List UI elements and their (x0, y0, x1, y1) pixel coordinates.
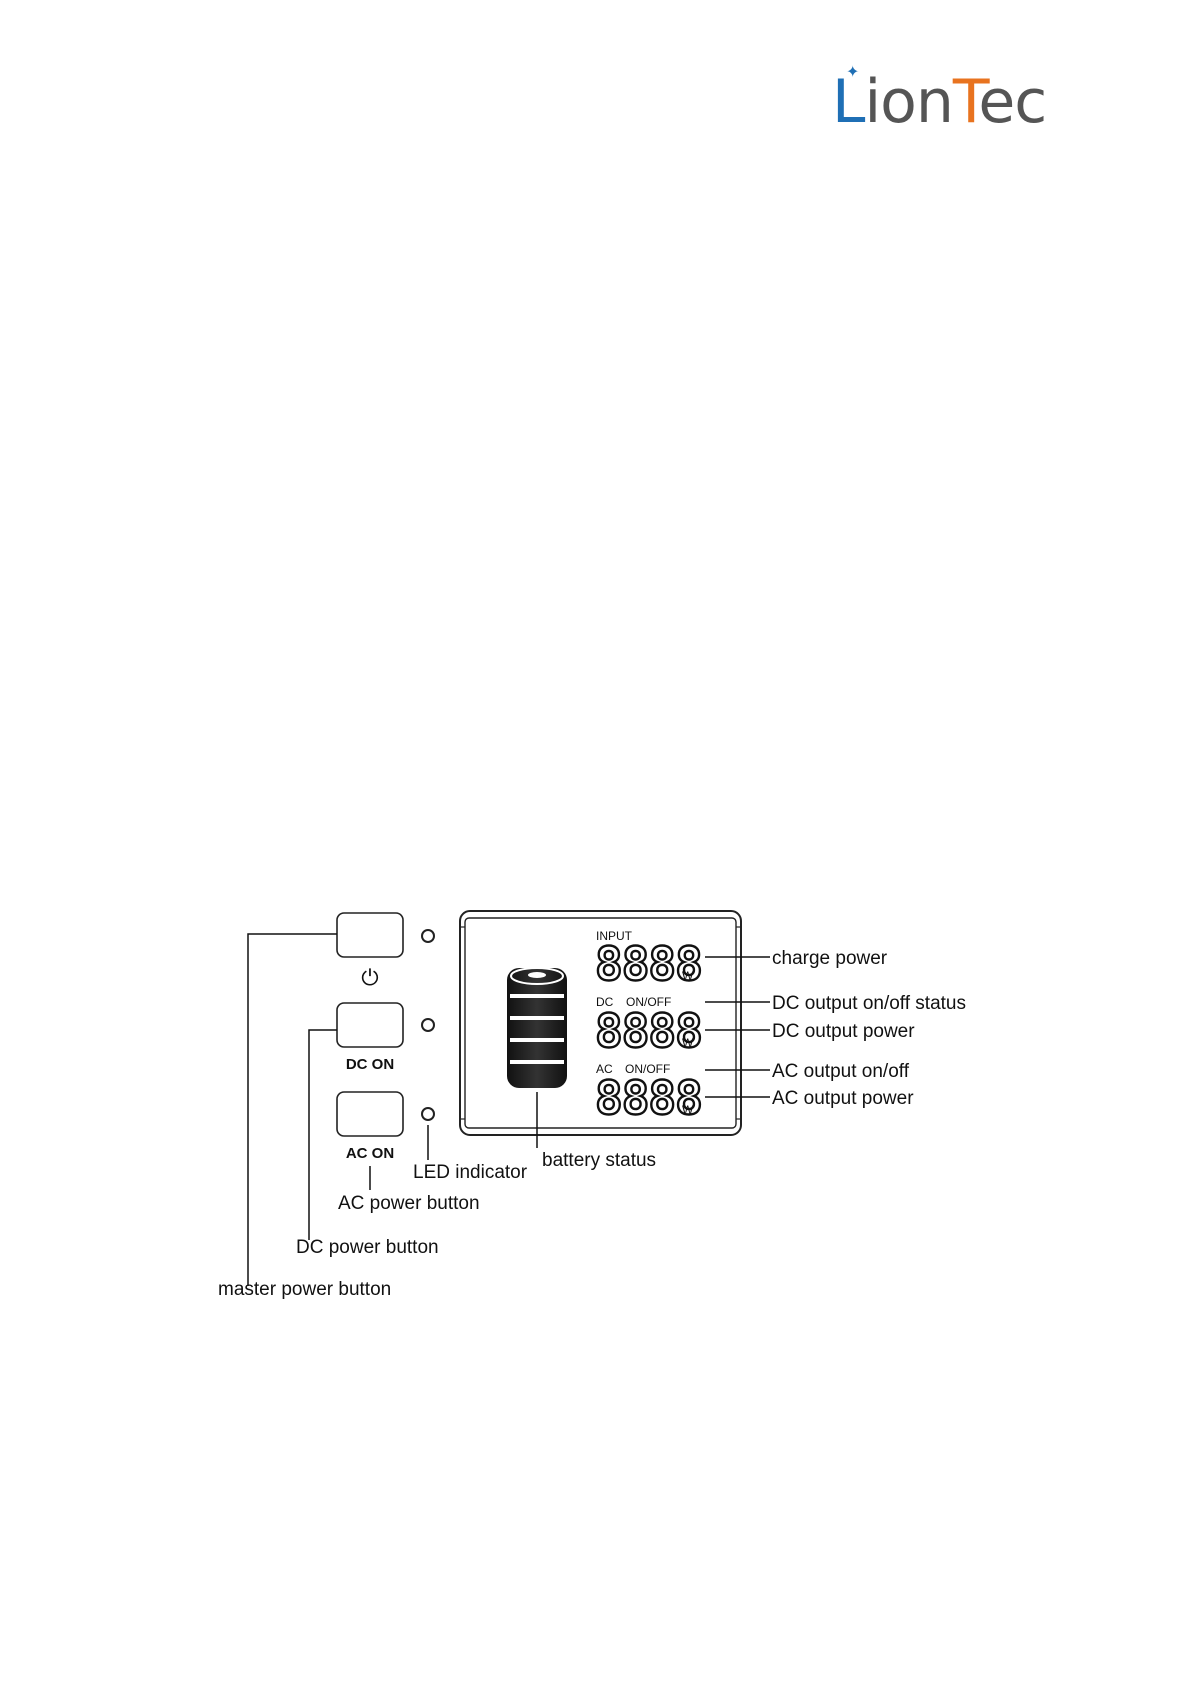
callout-charge-power: charge power (772, 948, 888, 969)
ac-on-label: AC ON (346, 1145, 394, 1162)
led-indicator-master (422, 930, 434, 942)
dc-power-button[interactable] (337, 1003, 403, 1047)
dc-on-label: DC ON (346, 1056, 394, 1073)
led-indicator-ac (422, 1108, 434, 1120)
callout-led-indicator: LED indicator (413, 1162, 528, 1183)
callout-dc-output-status: DC output on/off status (772, 993, 966, 1014)
input-unit: W (682, 969, 694, 983)
master-power-button[interactable] (337, 913, 403, 957)
callout-battery-status: battery status (542, 1150, 656, 1171)
callout-ac-output-power: AC output power (772, 1088, 914, 1109)
dc-unit: W (682, 1036, 694, 1050)
battery-icon (507, 968, 567, 1088)
led-indicator-dc (422, 1019, 434, 1031)
callout-dc-power-button: DC power button (296, 1237, 439, 1258)
callout-ac-output-onoff: AC output on/off (772, 1061, 910, 1082)
callout-master-power-button: master power button (218, 1279, 391, 1300)
callout-ac-power-button: AC power button (338, 1193, 480, 1214)
power-icon: ⏻ (361, 966, 378, 991)
ac-unit: W (682, 1103, 694, 1117)
ac-power-button[interactable] (337, 1092, 403, 1136)
callout-dc-output-power: DC output power (772, 1021, 915, 1042)
